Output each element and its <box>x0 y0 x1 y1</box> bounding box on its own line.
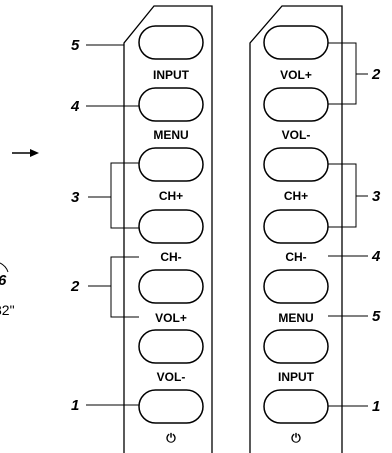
right-power-icon: ⏻ <box>291 431 301 445</box>
edge-size-text: 32" <box>0 302 15 318</box>
pointer-arrow-head <box>30 149 39 157</box>
left-menu-label: MENU <box>153 128 188 142</box>
left-vol-minus-label: VOL- <box>157 370 186 384</box>
right-power-button[interactable] <box>263 389 329 424</box>
right-ch-plus-label: CH+ <box>284 189 308 203</box>
left-vol-plus-label: VOL+ <box>155 311 187 325</box>
left-vol-plus-button[interactable] <box>138 269 204 304</box>
right-control-panel: VOL+ VOL- CH+ CH- MENU INPUT ⏻ 2 3 4 5 1 <box>249 5 381 453</box>
left-callout-3: 3 <box>71 189 80 206</box>
left-callout-2: 2 <box>70 278 80 295</box>
left-vol-minus-button[interactable] <box>138 329 204 364</box>
left-input-button[interactable] <box>138 25 204 60</box>
left-callout-1: 1 <box>71 397 79 414</box>
right-vol-minus-label: VOL- <box>282 128 311 142</box>
left-ch-minus-label: CH- <box>160 250 181 264</box>
right-callout-1: 1 <box>372 398 380 415</box>
cropped-curve <box>0 262 9 273</box>
left-ch-plus-button[interactable] <box>138 147 204 182</box>
right-ch-minus-label: CH- <box>285 250 306 264</box>
left-callout-5: 5 <box>71 37 80 54</box>
left-ch-plus-label: CH+ <box>159 189 183 203</box>
right-callout-3: 3 <box>372 188 381 205</box>
edge-callout-6: 6 <box>0 272 7 289</box>
right-vol-minus-button[interactable] <box>263 87 329 122</box>
right-input-label: INPUT <box>278 370 315 384</box>
right-ch-plus-button[interactable] <box>263 147 329 182</box>
left-menu-button[interactable] <box>138 87 204 122</box>
right-ch-minus-button[interactable] <box>263 209 329 244</box>
left-power-button[interactable] <box>138 389 204 424</box>
right-menu-button[interactable] <box>263 269 329 304</box>
left-power-icon: ⏻ <box>166 431 176 445</box>
right-callout-2: 2 <box>371 66 381 83</box>
left-bracket-3 <box>110 162 139 229</box>
right-vol-plus-button[interactable] <box>263 25 329 60</box>
right-panel-outline <box>249 5 343 453</box>
right-callout-4: 4 <box>371 248 381 265</box>
right-vol-plus-label: VOL+ <box>280 68 312 82</box>
left-callout-4: 4 <box>70 98 80 115</box>
left-ch-minus-button[interactable] <box>138 209 204 244</box>
right-callout-5: 5 <box>372 308 381 325</box>
right-menu-label: MENU <box>278 311 313 325</box>
left-control-panel: INPUT MENU CH+ CH- VOL+ VOL- ⏻ 5 4 3 2 1 <box>70 5 213 453</box>
left-input-label: INPUT <box>153 68 190 82</box>
left-edge-fragment: 6 32" <box>0 149 39 318</box>
right-input-button[interactable] <box>263 329 329 364</box>
left-panel-outline <box>123 5 213 453</box>
left-bracket-2 <box>110 256 139 318</box>
